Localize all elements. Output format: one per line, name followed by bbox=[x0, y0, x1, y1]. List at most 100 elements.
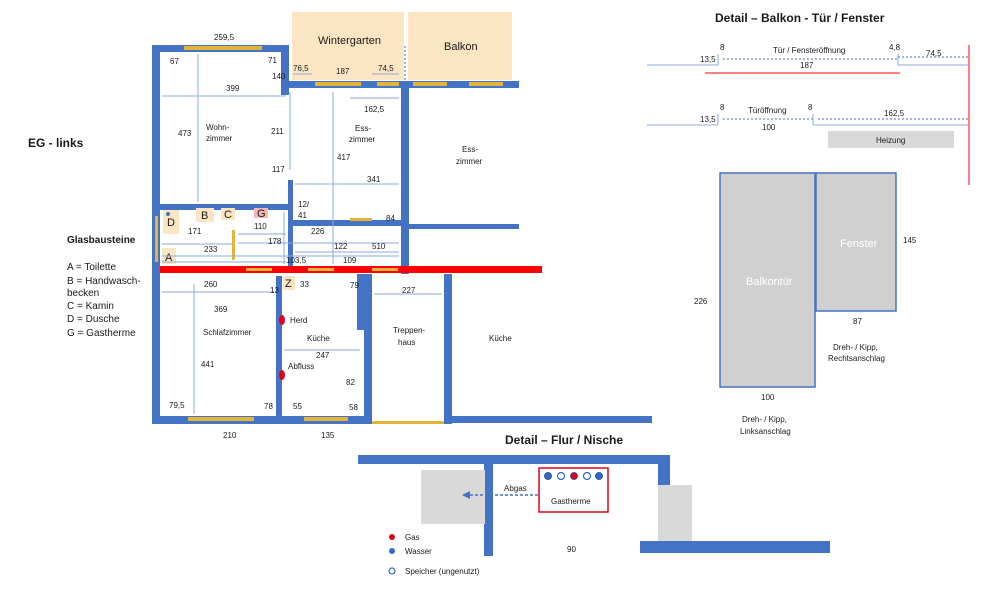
label-fenster: Fenster bbox=[840, 238, 878, 250]
svg-text:Dreh- / Kipp,: Dreh- / Kipp, bbox=[833, 343, 878, 352]
svg-text:67: 67 bbox=[170, 57, 179, 66]
svg-text:162,5: 162,5 bbox=[364, 105, 385, 114]
svg-text:441: 441 bbox=[201, 360, 215, 369]
marker-b-box bbox=[196, 208, 214, 222]
svg-text:82: 82 bbox=[346, 378, 355, 387]
legend-gas: Gas bbox=[405, 533, 420, 542]
svg-text:227: 227 bbox=[402, 286, 416, 295]
marker-d-box bbox=[163, 210, 179, 234]
room-esszimmer-right-2: zimmer bbox=[456, 157, 483, 166]
svg-text:109: 109 bbox=[343, 256, 357, 265]
legend-wasser: Wasser bbox=[405, 547, 432, 556]
svg-text:8: 8 bbox=[720, 103, 725, 112]
svg-text:247: 247 bbox=[316, 351, 330, 360]
svg-text:211: 211 bbox=[271, 127, 284, 136]
legend-speicher: Speicher (ungenutzt) bbox=[405, 567, 480, 576]
windows bbox=[155, 46, 503, 424]
room-schlafzimmer: Schlafzimmer bbox=[203, 328, 252, 337]
svg-text:341: 341 bbox=[367, 175, 381, 184]
gas-port-icon bbox=[544, 472, 552, 480]
gastherme-box bbox=[538, 467, 609, 513]
svg-text:33: 33 bbox=[300, 280, 309, 289]
room-wintergarten: Wintergarten bbox=[318, 35, 381, 47]
marker-d: D bbox=[167, 217, 175, 229]
room-esszimmer-1: Ess- bbox=[355, 124, 371, 133]
svg-text:100: 100 bbox=[761, 393, 775, 402]
room-treppenhaus-2: haus bbox=[398, 338, 415, 347]
marker-b: B bbox=[201, 210, 208, 222]
svg-text:Linksanschlag: Linksanschlag bbox=[740, 427, 791, 436]
svg-text:13,5: 13,5 bbox=[700, 115, 716, 124]
niche-left bbox=[421, 470, 485, 524]
marker-c: C bbox=[224, 209, 232, 221]
marker-a: A bbox=[165, 252, 173, 264]
wasser-port-icon bbox=[595, 472, 603, 480]
svg-text:74,5: 74,5 bbox=[378, 64, 394, 73]
fenster-box bbox=[815, 172, 897, 312]
svg-text:226: 226 bbox=[694, 297, 708, 306]
svg-text:Dreh- / Kipp,: Dreh- / Kipp, bbox=[742, 415, 787, 424]
dimension-lines bbox=[162, 54, 442, 414]
speicher-legend-icon bbox=[388, 567, 396, 575]
herd-icon bbox=[279, 315, 285, 325]
room-wohnzimmer-2: zimmer bbox=[206, 134, 233, 143]
svg-text:90: 90 bbox=[567, 545, 576, 554]
room-kueche: Küche bbox=[307, 334, 330, 343]
svg-text:178: 178 bbox=[268, 237, 282, 246]
svg-text:55: 55 bbox=[293, 402, 302, 411]
marker-c-box bbox=[221, 208, 235, 220]
marker-g: G bbox=[257, 208, 266, 220]
label-abfluss: Abfluss bbox=[288, 362, 314, 371]
red-beam bbox=[160, 266, 542, 273]
legend-item-a: A = Toilette bbox=[67, 262, 116, 273]
svg-text:8: 8 bbox=[808, 103, 813, 112]
svg-text:Rechtsanschlag: Rechtsanschlag bbox=[828, 354, 885, 363]
label-gastherme: Gastherme bbox=[551, 497, 591, 506]
label-heizung: Heizung bbox=[876, 136, 905, 145]
wintergarten-area bbox=[292, 12, 404, 80]
legend-item-b2: becken bbox=[67, 288, 99, 299]
svg-text:103,5: 103,5 bbox=[286, 256, 307, 265]
wasser-legend-icon bbox=[389, 548, 395, 554]
label-balkontuer: Balkontür bbox=[746, 276, 793, 288]
title-detail-flur: Detail – Flur / Nische bbox=[505, 433, 623, 447]
niche-right bbox=[658, 485, 692, 541]
svg-text:71: 71 bbox=[268, 56, 277, 65]
gas-port-icon bbox=[570, 472, 578, 480]
legend-item-b: B = Handwasch- bbox=[67, 276, 141, 287]
svg-text:171: 171 bbox=[188, 227, 202, 236]
legend: Glasbausteine A = Toilette B = Handwasch… bbox=[67, 235, 141, 339]
svg-text:13: 13 bbox=[270, 286, 279, 295]
svg-text:79,5: 79,5 bbox=[169, 401, 185, 410]
svg-text:76,5: 76,5 bbox=[293, 64, 309, 73]
svg-text:210: 210 bbox=[223, 431, 237, 440]
svg-text:13,5: 13,5 bbox=[700, 55, 716, 64]
svg-text:4,8: 4,8 bbox=[889, 43, 901, 52]
room-esszimmer-2: zimmer bbox=[349, 135, 376, 144]
detail-flur: Abgas Gastherme 90 Gas Wasser Speicher (… bbox=[358, 455, 830, 576]
svg-text:110: 110 bbox=[254, 222, 267, 231]
svg-text:260: 260 bbox=[204, 280, 218, 289]
gas-legend-icon bbox=[389, 534, 395, 540]
label-herd: Herd bbox=[290, 316, 307, 325]
svg-text:74,5: 74,5 bbox=[926, 49, 942, 58]
label-abgas: Abgas bbox=[504, 484, 527, 493]
arrow-left-icon bbox=[462, 491, 470, 499]
room-kueche-right: Küche bbox=[489, 334, 512, 343]
svg-text:140: 140 bbox=[272, 72, 286, 81]
svg-text:259,5: 259,5 bbox=[214, 33, 235, 42]
balkontuer-box bbox=[719, 172, 816, 388]
shower-drain-icon bbox=[166, 212, 170, 216]
svg-text:369: 369 bbox=[214, 305, 228, 314]
legend-item-g: G = Gastherme bbox=[67, 328, 136, 339]
svg-text:187: 187 bbox=[336, 67, 350, 76]
svg-text:162,5: 162,5 bbox=[884, 109, 905, 118]
marker-g-box bbox=[254, 208, 268, 218]
svg-text:58: 58 bbox=[349, 403, 358, 412]
svg-text:Tür / Fensteröffnung: Tür / Fensteröffnung bbox=[773, 46, 845, 55]
speicher-port-icon bbox=[582, 471, 592, 481]
svg-text:417: 417 bbox=[337, 153, 351, 162]
title-eg-links: EG - links bbox=[28, 136, 84, 150]
room-treppenhaus-1: Treppen- bbox=[393, 326, 426, 335]
